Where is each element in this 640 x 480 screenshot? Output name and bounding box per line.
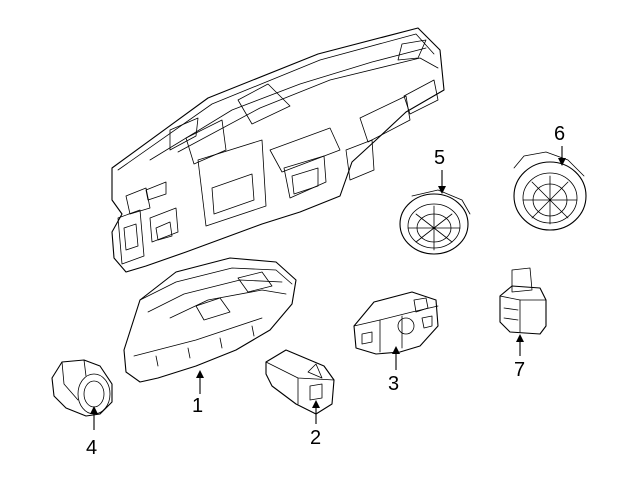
arrowhead-1	[196, 370, 204, 378]
hazard-switch	[265, 349, 335, 415]
leader-arrows	[90, 146, 566, 430]
arrowhead-4	[90, 406, 98, 414]
arrowhead-2	[312, 400, 320, 408]
callout-3: 3	[388, 373, 399, 395]
instrument-panel	[111, 27, 445, 273]
callout-2: 2	[310, 427, 321, 449]
instrument-cluster	[123, 257, 297, 383]
callout-1: 1	[192, 395, 203, 417]
callout-7: 7	[514, 359, 525, 381]
switch-part-7	[499, 267, 547, 335]
callout-4: 4	[86, 437, 97, 459]
callout-5: 5	[434, 147, 445, 169]
arrowhead-5	[438, 186, 446, 194]
light-switch-module	[353, 291, 439, 355]
arrowhead-6	[558, 158, 566, 166]
callout-6: 6	[554, 123, 565, 145]
speaker-part-5	[399, 189, 471, 255]
ignition-switch	[51, 359, 113, 417]
arrowhead-7	[516, 334, 524, 342]
arrowhead-3	[392, 346, 400, 354]
speaker-part-6	[513, 151, 587, 231]
